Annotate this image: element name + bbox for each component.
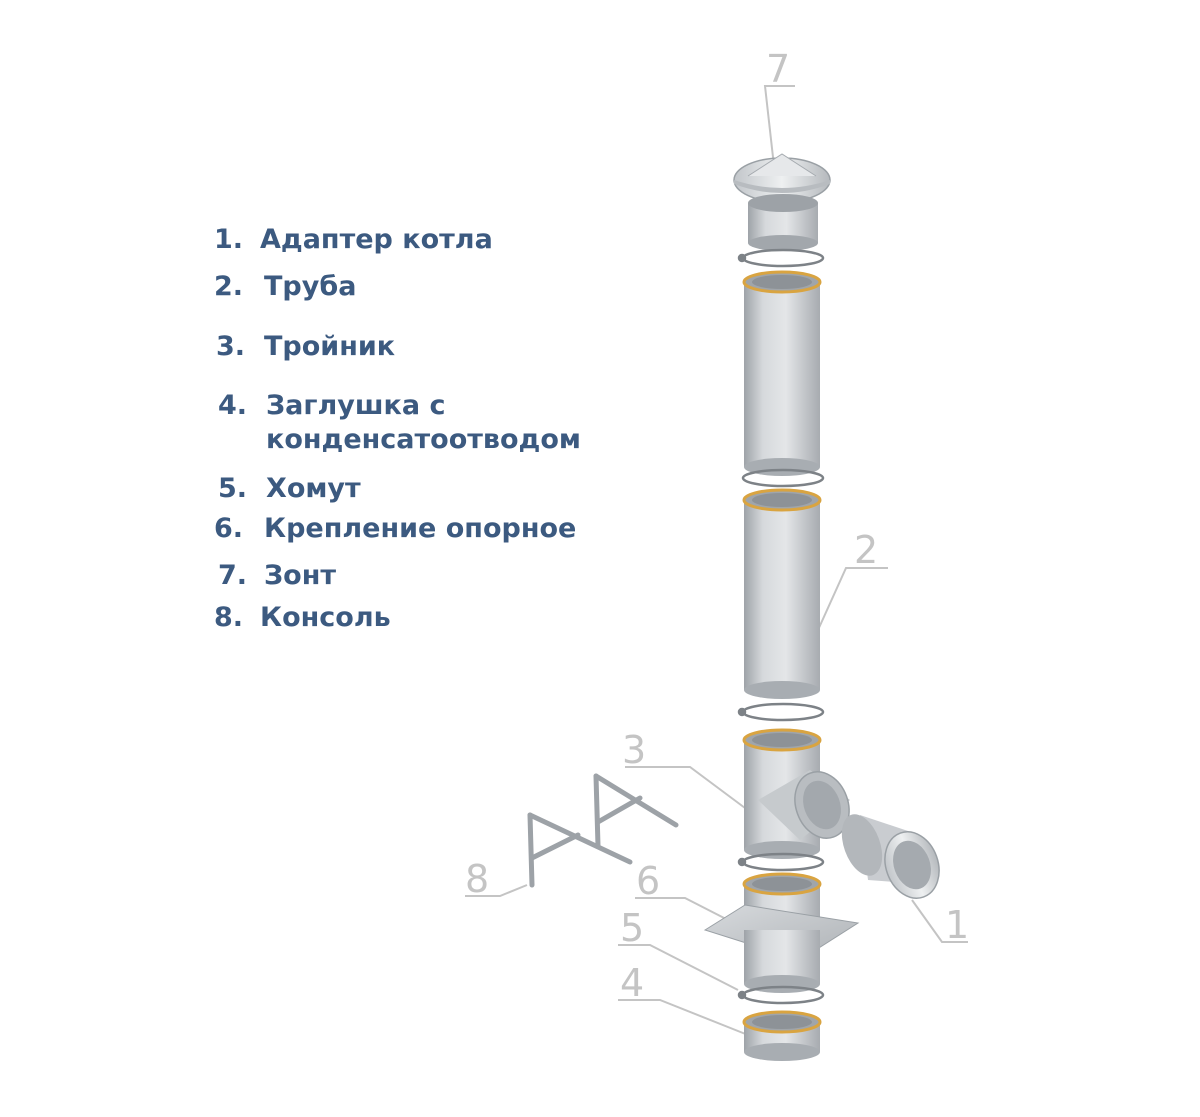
legend-number: 1. <box>214 224 244 255</box>
part-clamp-lower-mid <box>737 852 825 872</box>
legend-number: 4. <box>218 390 248 421</box>
part-boiler-adapter <box>841 814 940 899</box>
legend-label-line1: Заглушка с <box>266 390 446 421</box>
legend-number: 7. <box>218 560 248 591</box>
leader-lines <box>465 85 968 1036</box>
callout-number-7: 7 <box>766 47 790 91</box>
callout-numbers: 7 2 3 8 6 5 4 1 <box>465 47 969 1005</box>
part-pipe-upper <box>742 270 822 476</box>
legend-number: 6. <box>214 513 244 544</box>
leader-line-3 <box>625 766 746 809</box>
leader-line-5 <box>618 944 739 991</box>
callout-number-6: 6 <box>636 859 660 903</box>
legend-number: 3. <box>216 331 246 362</box>
part-pipe-lower <box>742 488 822 699</box>
legend-item-adapter: 1. Адаптер котла <box>214 223 493 257</box>
leader-line-4 <box>618 999 749 1036</box>
part-console-brackets <box>527 773 679 888</box>
legend-label: Хомут <box>266 473 361 504</box>
legend-item-console: 8. Консоль <box>214 601 391 635</box>
callout-number-1: 1 <box>945 903 969 947</box>
legend-item-pipe: 2. Труба <box>214 270 356 304</box>
leader-line-8 <box>465 884 528 897</box>
legend-item-tee: 3. Тройник <box>216 330 395 364</box>
callout-number-3: 3 <box>622 728 646 772</box>
leader-line-6 <box>635 897 729 921</box>
callout-number-2: 2 <box>854 528 878 572</box>
legend-number: 2. <box>214 271 244 302</box>
legend-label-line2: конденсатоотводом <box>266 424 581 455</box>
part-umbrella <box>733 153 831 251</box>
legend-item-umbrella: 7. Зонт <box>218 559 336 593</box>
legend-item-clamp: 5. Хомут <box>218 472 361 506</box>
legend-label: Труба <box>264 271 357 302</box>
part-clamp-mid <box>737 702 825 722</box>
legend-number: 8. <box>214 602 244 633</box>
legend-label: Крепление опорное <box>264 513 577 544</box>
callout-number-4: 4 <box>620 961 644 1005</box>
leader-line-2 <box>817 567 888 631</box>
legend-label: Зонт <box>264 560 337 591</box>
leader-line-7 <box>763 85 795 176</box>
legend-label: Адаптер котла <box>260 224 493 255</box>
part-tee <box>742 728 850 859</box>
part-clamp-bottom <box>737 985 825 1005</box>
part-support-plate <box>703 872 860 993</box>
callout-number-8: 8 <box>465 857 489 901</box>
legend-label: Консоль <box>260 602 391 633</box>
legend-label: Тройник <box>264 331 396 362</box>
legend-number: 5. <box>218 473 248 504</box>
part-clamp-top <box>737 248 825 268</box>
part-condensate-cap <box>742 1010 822 1061</box>
legend-item-support: 6. Крепление опорное <box>214 512 576 546</box>
leader-line-1 <box>911 899 968 943</box>
part-clamp-upper-mid <box>741 468 825 488</box>
callout-number-5: 5 <box>620 906 644 950</box>
